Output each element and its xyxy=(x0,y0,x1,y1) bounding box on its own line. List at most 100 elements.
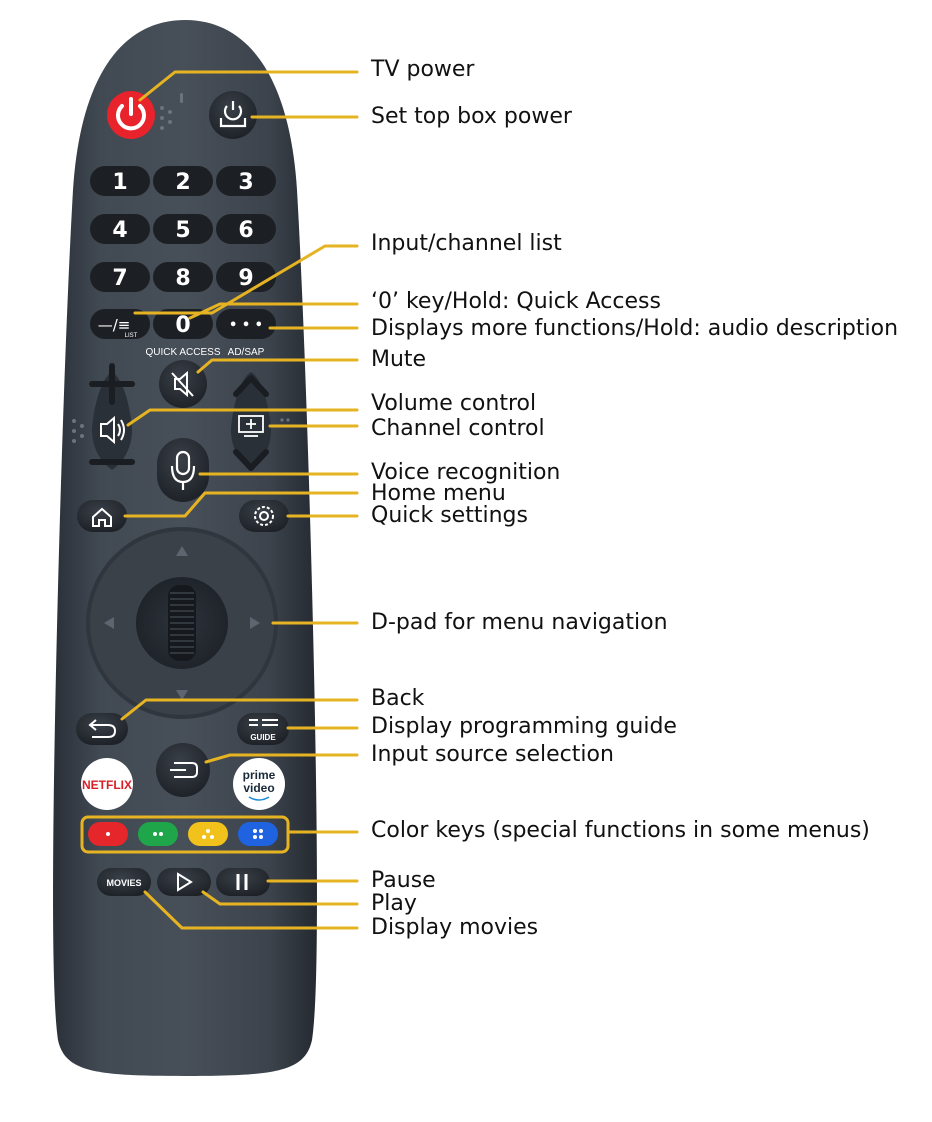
dpad-right-arrow[interactable] xyxy=(250,617,260,629)
key-9-label: 9 xyxy=(238,266,253,291)
key-7-label: 7 xyxy=(112,266,127,291)
dpad-down-arrow[interactable] xyxy=(176,690,188,700)
settings-button[interactable] xyxy=(239,500,289,532)
back-label: Back xyxy=(371,686,425,711)
microphone-icon xyxy=(170,450,196,490)
key-9[interactable]: 9 xyxy=(216,262,276,292)
key-6[interactable]: 6 xyxy=(216,214,276,244)
mute-button[interactable] xyxy=(159,360,207,408)
channel-icon xyxy=(238,415,264,437)
input-channel-list-line xyxy=(133,244,359,315)
key-2-label: 2 xyxy=(175,170,190,195)
pause-button[interactable] xyxy=(216,868,270,896)
set-top-box-power-label: Set top box power xyxy=(371,104,572,129)
movies-label: MOVIES xyxy=(106,878,141,888)
blue-key[interactable] xyxy=(238,822,278,846)
key-1-label: 1 xyxy=(112,170,127,195)
input-source-label: Input source selection xyxy=(371,742,614,767)
netflix-button[interactable]: NETFLIX xyxy=(81,758,133,810)
zero-key[interactable]: 0 xyxy=(153,309,213,339)
back-arrow-icon xyxy=(88,719,117,738)
prime-smile-icon xyxy=(248,796,270,801)
list-key-small-label: LIST xyxy=(125,333,138,339)
guide-icon xyxy=(249,719,278,726)
display-movies-label: Display movies xyxy=(371,915,539,940)
key-3-label: 3 xyxy=(238,170,253,195)
back-line xyxy=(120,698,359,721)
more-functions-label: Displays more functions/Hold: audio desc… xyxy=(371,316,899,341)
key-6-label: 6 xyxy=(238,218,253,243)
play-icon xyxy=(177,872,193,892)
movies-button[interactable]: MOVIES xyxy=(97,868,151,896)
pause-label: Pause xyxy=(371,868,436,893)
key-8[interactable]: 8 xyxy=(153,262,213,292)
dpad-up-arrow[interactable] xyxy=(176,546,188,556)
tv-power-label: TV power xyxy=(371,57,475,82)
key-5-label: 5 xyxy=(175,218,190,243)
quick-access-caption: QUICK ACCESS xyxy=(145,347,220,358)
color-keys-highlight xyxy=(80,815,290,854)
play-line xyxy=(201,890,359,906)
quick-settings-label: Quick settings xyxy=(371,503,528,528)
display-movies-line xyxy=(143,890,359,930)
green-key[interactable] xyxy=(138,822,178,846)
back-button[interactable] xyxy=(76,713,128,745)
dpad[interactable] xyxy=(86,527,278,719)
dpad-left-arrow[interactable] xyxy=(104,617,114,629)
zero-key-label-text: ‘0’ key/Hold: Quick Access xyxy=(371,289,661,314)
zero-key-label: 0 xyxy=(175,313,190,338)
volume-control-line xyxy=(126,408,359,427)
prime-label-2: video xyxy=(243,781,274,795)
key-7[interactable]: 7 xyxy=(90,262,150,292)
channel-rocker[interactable] xyxy=(231,372,290,471)
prime-video-button[interactable]: prime video xyxy=(233,758,285,810)
volume-control-label: Volume control xyxy=(371,391,537,416)
mute-line xyxy=(196,358,359,374)
zero-key-line xyxy=(188,302,359,320)
channel-control-label: Channel control xyxy=(371,416,545,441)
number-pad: 1 2 3 4 5 6 7 8 9 —/≡ LIST 0 • • • QUICK… xyxy=(90,166,276,358)
netflix-label: NETFLIX xyxy=(82,778,132,792)
more-key-label: • • • xyxy=(229,318,263,333)
play-label: Play xyxy=(371,891,417,916)
more-functions-key[interactable]: • • • xyxy=(216,309,276,339)
key-3[interactable]: 3 xyxy=(216,166,276,196)
key-4-label: 4 xyxy=(112,218,127,243)
voice-button[interactable] xyxy=(157,438,209,502)
callout-lines xyxy=(120,70,359,930)
input-source-icon xyxy=(170,762,198,778)
programming-guide-label: Display programming guide xyxy=(371,714,677,739)
gear-icon xyxy=(254,506,274,526)
home-button[interactable] xyxy=(77,500,127,532)
mute-icon xyxy=(171,370,194,398)
volume-dots xyxy=(72,419,84,443)
home-menu-line xyxy=(123,491,359,518)
mute-label: Mute xyxy=(371,347,427,372)
guide-button[interactable]: GUIDE xyxy=(237,713,289,745)
color-keys-label: Color keys (special functions in some me… xyxy=(371,818,870,843)
key-4[interactable]: 4 xyxy=(90,214,150,244)
key-2[interactable]: 2 xyxy=(153,166,213,196)
home-menu-label: Home menu xyxy=(371,481,506,506)
input-source-button[interactable] xyxy=(156,743,210,797)
key-5[interactable]: 5 xyxy=(153,214,213,244)
tv-power-line xyxy=(138,70,359,102)
yellow-key[interactable] xyxy=(188,822,228,846)
indicator-dots xyxy=(160,93,183,130)
list-key-label: —/≡ xyxy=(98,316,131,334)
input-source-line xyxy=(204,753,359,764)
input-channel-list-label: Input/channel list xyxy=(371,231,562,256)
prime-label-1: prime xyxy=(243,768,276,782)
pause-icon xyxy=(236,874,248,890)
ad-sap-caption: AD/SAP xyxy=(228,347,265,358)
scroll-wheel[interactable] xyxy=(168,585,196,661)
volume-rocker[interactable] xyxy=(72,363,135,470)
tv-power-button[interactable] xyxy=(107,91,155,139)
red-key[interactable] xyxy=(88,822,128,846)
set-top-box-power-button[interactable] xyxy=(209,91,257,139)
list-key[interactable]: —/≡ LIST xyxy=(90,309,150,339)
play-button[interactable] xyxy=(157,868,211,896)
key-1[interactable]: 1 xyxy=(90,166,150,196)
